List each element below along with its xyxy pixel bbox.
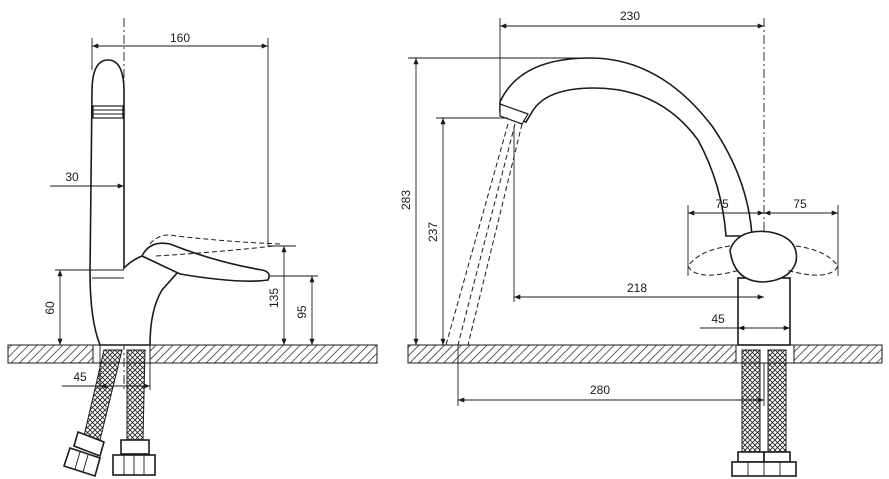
left-hose-fitting-b bbox=[112, 439, 156, 476]
left-hose-fitting-a bbox=[62, 430, 105, 478]
spray-line-b bbox=[467, 123, 523, 346]
dim-text-280: 280 bbox=[590, 383, 610, 397]
dim-60: 60 bbox=[43, 269, 92, 345]
dim-45-left: 45 bbox=[62, 345, 151, 390]
right-handle bbox=[729, 230, 798, 283]
right-handle-left-position bbox=[687, 245, 741, 276]
right-hose-fittings bbox=[731, 451, 797, 477]
dim-45-right: 45 bbox=[700, 312, 790, 331]
dim-283: 283 bbox=[399, 57, 590, 345]
left-counter-hatch-a bbox=[7, 344, 94, 364]
dim-160: 160 bbox=[91, 31, 269, 246]
left-aerator bbox=[92, 105, 124, 119]
dim-text-135: 135 bbox=[267, 288, 281, 308]
right-hose-a bbox=[741, 349, 761, 455]
dim-30: 30 bbox=[50, 170, 124, 189]
dim-text-60: 60 bbox=[43, 301, 57, 315]
right-counter-hatch-b bbox=[793, 344, 883, 364]
left-side-view: 160 30 60 45 135 bbox=[7, 18, 378, 478]
dim-text-230: 230 bbox=[620, 9, 640, 23]
left-faucet-body bbox=[89, 59, 180, 346]
dim-text-95: 95 bbox=[295, 305, 309, 319]
dim-text-160: 160 bbox=[170, 31, 190, 45]
right-handle-right-position bbox=[785, 245, 839, 276]
right-counter-hatch-a bbox=[407, 344, 737, 364]
right-swan-spout bbox=[499, 57, 753, 237]
left-lever-raised bbox=[149, 234, 281, 245]
dim-text-218: 218 bbox=[627, 281, 647, 295]
dim-text-75-left: 75 bbox=[715, 197, 729, 211]
right-faucet-base bbox=[737, 277, 791, 346]
dim-text-75-right: 75 bbox=[793, 197, 807, 211]
dim-95: 95 bbox=[270, 275, 318, 345]
dim-230: 230 bbox=[499, 9, 764, 102]
dim-text-45-left: 45 bbox=[73, 370, 87, 384]
left-hose-b bbox=[126, 349, 146, 441]
dim-text-30: 30 bbox=[65, 170, 79, 184]
spray-line-a bbox=[445, 123, 509, 346]
dim-text-283: 283 bbox=[399, 190, 413, 210]
right-side-view: 230 283 237 75 75 218 bbox=[399, 9, 883, 477]
dim-218: 218 bbox=[513, 126, 764, 302]
dim-135: 135 bbox=[267, 245, 296, 345]
left-lever bbox=[140, 242, 270, 282]
dim-280: 280 bbox=[457, 345, 765, 406]
dim-237: 237 bbox=[426, 117, 508, 345]
dim-75-75: 75 75 bbox=[687, 197, 839, 276]
dim-text-45-right: 45 bbox=[711, 312, 725, 326]
dim-text-237: 237 bbox=[426, 222, 440, 242]
right-hose-b bbox=[767, 349, 787, 455]
left-counter-hatch-b bbox=[149, 344, 378, 364]
